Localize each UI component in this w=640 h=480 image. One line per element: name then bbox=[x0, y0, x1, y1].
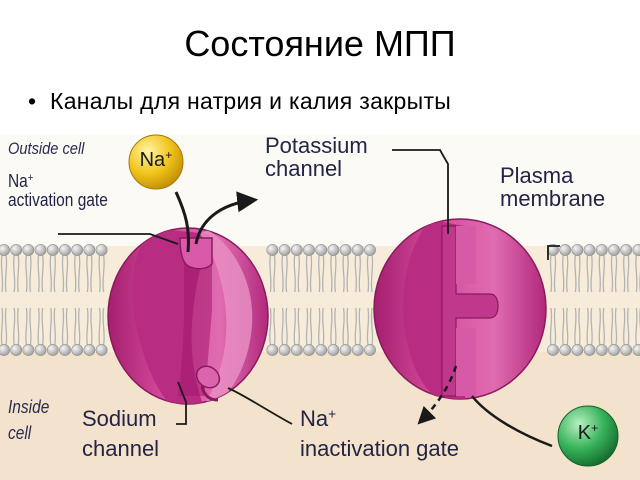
na-inactivation-gate-label: Na+ inactivation gate bbox=[300, 406, 459, 461]
lipid-head bbox=[46, 244, 59, 256]
lipid-head bbox=[608, 344, 620, 356]
lipid-head bbox=[583, 344, 596, 356]
lipid-head bbox=[571, 344, 584, 356]
lipid-head bbox=[571, 244, 584, 256]
lipid-head bbox=[95, 244, 108, 256]
sodium-channel-protein bbox=[107, 227, 269, 405]
lipid-head bbox=[327, 344, 340, 356]
lipid-head bbox=[83, 244, 96, 256]
lipid-head bbox=[290, 344, 303, 356]
lipid-head bbox=[266, 344, 279, 356]
bullet-dot-icon: • bbox=[28, 88, 37, 114]
lipid-head bbox=[339, 344, 352, 356]
lipid-head bbox=[339, 244, 352, 256]
membrane-diagram-graphic bbox=[0, 134, 640, 480]
lipid-head bbox=[547, 344, 559, 356]
lipid-head bbox=[315, 344, 328, 356]
lipid-head bbox=[559, 244, 572, 256]
sodium-ion bbox=[128, 134, 184, 190]
bullet-text: Каналы для натрия и калия закрыты bbox=[50, 88, 452, 114]
potassium-channel-label: Potassium channel bbox=[265, 134, 368, 182]
lipid-head bbox=[278, 244, 291, 256]
sodium-ion-label: Na+ bbox=[139, 148, 173, 171]
lipid-head bbox=[22, 244, 35, 256]
na-entry-line bbox=[174, 191, 190, 253]
lipid-head bbox=[10, 344, 23, 356]
lipid-head bbox=[632, 244, 640, 256]
potassium-ion bbox=[557, 405, 619, 467]
lipid-head bbox=[71, 244, 84, 256]
lipid-head bbox=[620, 344, 633, 356]
lipid-head bbox=[303, 244, 315, 256]
na-activation-gate-label: Na+ activation gate bbox=[8, 171, 108, 211]
lipid-head bbox=[290, 244, 303, 256]
lipid-head bbox=[351, 244, 364, 256]
inside-cell-label: Inside cell bbox=[8, 397, 50, 444]
lipid-head bbox=[95, 344, 108, 356]
lipid-head bbox=[59, 344, 71, 356]
outside-cell-label: Outside cell bbox=[8, 139, 85, 158]
extracellular-space bbox=[0, 134, 640, 246]
lipid-head bbox=[46, 344, 59, 356]
lipid-head bbox=[59, 244, 71, 256]
lipid-head bbox=[351, 344, 364, 356]
lipid-head bbox=[595, 244, 608, 256]
lipid-head bbox=[559, 344, 572, 356]
slide-title: Состояние МПП bbox=[184, 23, 456, 64]
na-exit-arrow bbox=[194, 191, 259, 245]
slide-bullet: • Каналы для натрия и калия закрыты bbox=[28, 88, 451, 115]
lipid-head bbox=[327, 244, 340, 256]
lipid-head bbox=[303, 344, 315, 356]
lipid-bilayer bbox=[0, 244, 640, 356]
lipid-head bbox=[632, 344, 640, 356]
lipid-head bbox=[10, 244, 23, 256]
lipid-head bbox=[315, 244, 328, 256]
lipid-head bbox=[278, 344, 291, 356]
potassium-ion-label: K+ bbox=[577, 421, 599, 444]
lipid-head bbox=[620, 244, 633, 256]
lipid-head bbox=[34, 244, 47, 256]
plasma-membrane-label: Plasma membrane bbox=[500, 163, 606, 212]
lipid-head bbox=[71, 344, 84, 356]
lipid-head bbox=[0, 244, 10, 256]
lipid-head bbox=[83, 344, 96, 356]
lipid-head bbox=[608, 244, 620, 256]
sodium-channel-label: Sodium channel bbox=[82, 406, 160, 461]
lipid-head bbox=[0, 344, 10, 356]
lipid-head bbox=[595, 344, 608, 356]
lipid-head bbox=[364, 244, 376, 256]
k-approach-line bbox=[471, 395, 553, 448]
lipid-head bbox=[266, 244, 279, 256]
lipid-head bbox=[22, 344, 35, 356]
potassium-channel-protein bbox=[373, 218, 547, 400]
lipid-head bbox=[364, 344, 376, 356]
membrane-channels-figure: Na+ K+ Outside cell Na+ activation gate … bbox=[0, 134, 640, 480]
k-dashed-arrow bbox=[417, 365, 458, 425]
lipid-head bbox=[583, 244, 596, 256]
lipid-head bbox=[34, 344, 47, 356]
